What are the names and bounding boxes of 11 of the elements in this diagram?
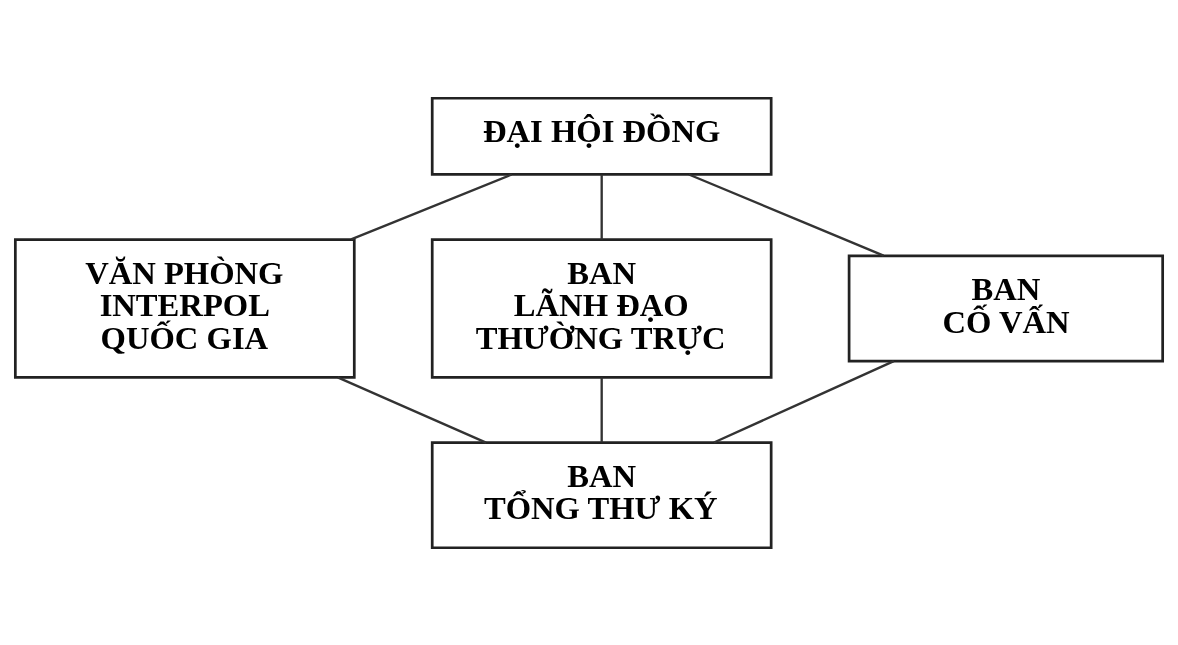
connector [688, 172, 885, 257]
connector [337, 375, 487, 444]
node-box: ĐẠI HỘI ĐỒNG [430, 96, 773, 176]
node-box: BAN TỔNG THƯ KÝ [430, 440, 773, 549]
connector [713, 359, 895, 444]
node-box: BAN LÃNH ĐẠO THƯỜNG TRỰC [430, 237, 773, 379]
connector [350, 172, 513, 241]
connector [600, 174, 603, 240]
node-box: VĂN PHÒNG INTERPOL QUỐC GIA [14, 237, 356, 379]
node-box: BAN CỐ VẤN [847, 254, 1164, 362]
connector [600, 376, 603, 442]
